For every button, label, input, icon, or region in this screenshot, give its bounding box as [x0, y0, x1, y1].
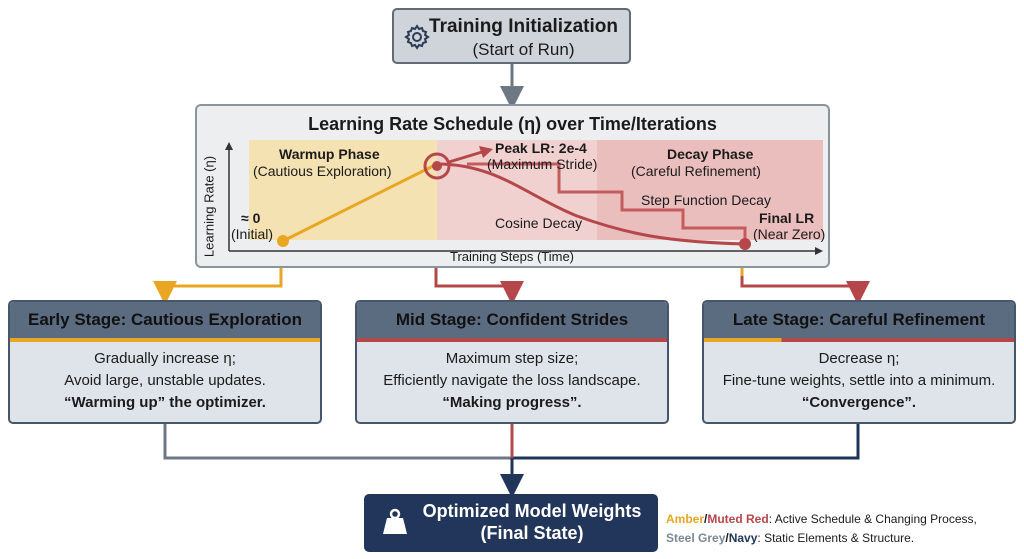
- final-title: Optimized Model Weights: [422, 501, 642, 521]
- late-stage-title: Late Stage: Careful Refinement: [704, 302, 1014, 338]
- mid-stage-accent: [357, 338, 667, 342]
- warmup-title: Warmup Phase: [279, 146, 380, 162]
- mid-stage-card: Mid Stage: Confident Strides Maximum ste…: [355, 300, 669, 424]
- warmup-region: [249, 140, 437, 240]
- early-stage-line-2: Avoid large, unstable updates.: [64, 372, 266, 389]
- peak-marker-inner: [432, 161, 442, 171]
- decay-region: [597, 140, 823, 240]
- x-axis-label: Training Steps (Time): [450, 249, 575, 264]
- final-subtitle: (Final State): [480, 523, 584, 543]
- schedule-panel: Learning Rate Schedule (η) over Time/Ite…: [195, 104, 830, 268]
- peak-marker-outer: [423, 152, 451, 180]
- peak-title: Peak LR: 2e-4: [495, 140, 587, 156]
- early-stage-card: Early Stage: Cautious Exploration Gradua…: [8, 300, 322, 424]
- final-point: [739, 238, 751, 250]
- warmup-subtitle: (Cautious Exploration): [253, 163, 392, 179]
- early-stage-title: Early Stage: Cautious Exploration: [10, 302, 320, 338]
- late-to-final-line: [512, 424, 860, 460]
- mid-stage-emphasis: “Making progress”.: [442, 394, 582, 411]
- mid-stage-line-2: Efficiently navigate the loss landscape.: [383, 372, 641, 389]
- init-title: Training Initialization: [429, 16, 618, 37]
- schedule-plot: [225, 140, 823, 255]
- final-lr-subtitle: (Near Zero): [753, 226, 826, 242]
- legend-slash-2: /: [725, 531, 729, 545]
- initial-value: ≈ 0: [241, 210, 261, 226]
- optimized-weights-box: Optimized Model Weights (Final State): [364, 494, 658, 552]
- mid-stage-title: Mid Stage: Confident Strides: [357, 302, 667, 338]
- legend: Amber/Muted Red: Active Schedule & Chang…: [666, 510, 1022, 548]
- final-lr-title: Final LR: [759, 210, 815, 226]
- training-init-box: Training Initialization (Start of Run): [392, 8, 631, 64]
- early-to-final-line: [163, 424, 512, 460]
- legend-line-1: Amber/Muted Red: Active Schedule & Chang…: [666, 510, 1022, 529]
- legend-amber: Amber: [666, 512, 705, 526]
- mid-stage-body: Maximum step size; Efficiently navigate …: [357, 348, 667, 414]
- legend-muted-red: Muted Red: [707, 512, 769, 526]
- late-stage-card: Late Stage: Careful Refinement Decrease …: [702, 300, 1016, 424]
- weight-icon: [383, 508, 407, 534]
- late-stage-accent: [704, 338, 1014, 342]
- early-stage-line-1: Gradually increase η;: [94, 350, 236, 367]
- legend-line-2-text: : Static Elements & Structure.: [757, 531, 915, 545]
- initial-point: [277, 235, 289, 247]
- peak-arrow: [448, 150, 483, 164]
- legend-navy: Navy: [728, 531, 758, 545]
- cosine-decay-label: Cosine Decay: [495, 215, 583, 231]
- decay-subtitle: (Careful Refinement): [631, 163, 761, 179]
- init-subtitle: (Start of Run): [472, 40, 575, 59]
- mid-stage-line-1: Maximum step size;: [445, 350, 579, 367]
- early-stage-body: Gradually increase η; Avoid large, unsta…: [10, 348, 320, 414]
- initial-label: (Initial): [231, 226, 274, 242]
- legend-slash-1: /: [704, 512, 708, 526]
- late-stage-line-2: Fine-tune weights, settle into a minimum…: [722, 372, 996, 389]
- late-stage-emphasis: “Convergence”.: [801, 394, 917, 411]
- warmup-line: [282, 162, 438, 243]
- step-decay-line: [467, 162, 747, 244]
- legend-steel-grey: Steel Grey: [666, 531, 726, 545]
- decay-title: Decay Phase: [667, 146, 754, 162]
- late-stage-body: Decrease η; Fine-tune weights, settle in…: [704, 348, 1014, 414]
- early-stage-accent: [10, 338, 320, 342]
- step-decay-label: Step Function Decay: [641, 192, 771, 208]
- cosine-decay-curve: [436, 162, 746, 246]
- legend-line-2: Steel Grey/Navy: Static Elements & Struc…: [666, 529, 1022, 548]
- schedule-title: Learning Rate Schedule (η) over Time/Ite…: [308, 114, 717, 134]
- late-stage-line-1: Decrease η;: [818, 350, 900, 367]
- y-axis-label: Learning Rate (η): [201, 155, 217, 258]
- early-stage-emphasis: “Warming up” the optimizer.: [64, 394, 266, 411]
- legend-line-1-text: : Active Schedule & Changing Process,: [768, 512, 977, 526]
- peak-subtitle: (Maximum Stride): [487, 156, 598, 172]
- gear-icon: [404, 24, 430, 50]
